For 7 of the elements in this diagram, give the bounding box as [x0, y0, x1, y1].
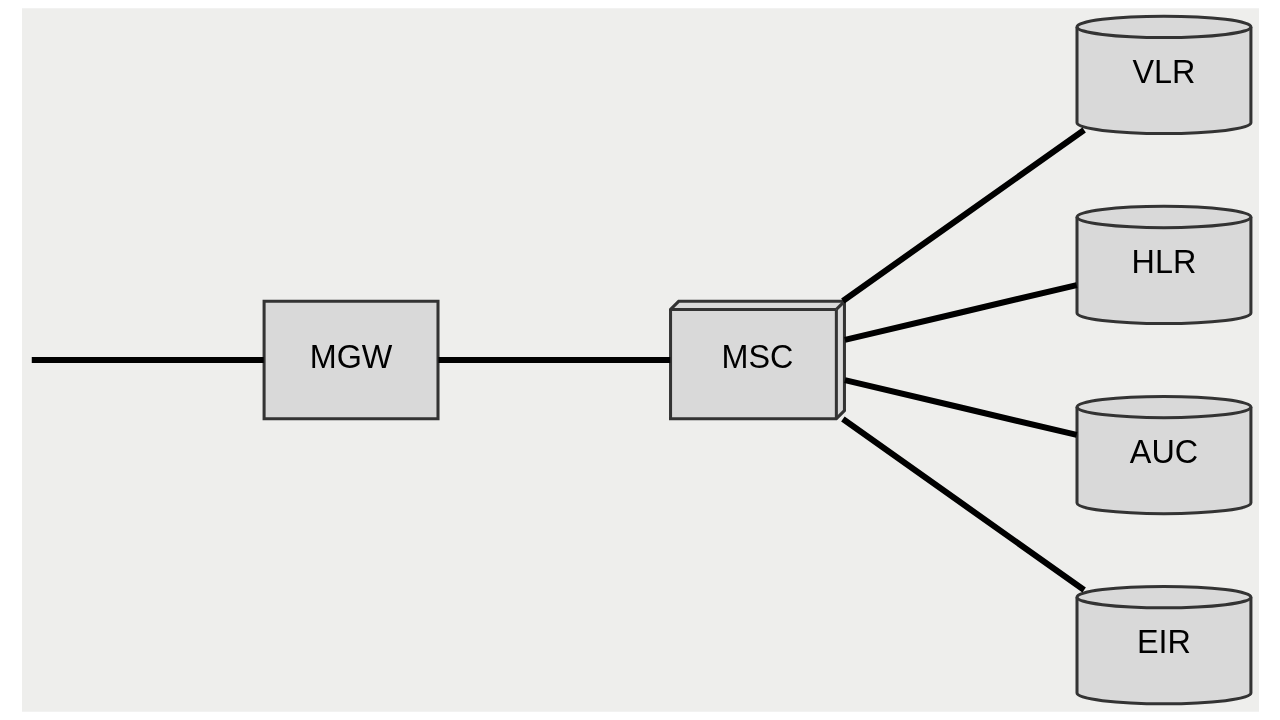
connector	[843, 377, 1077, 438]
connector	[437, 356, 670, 364]
node-box: MGW	[262, 299, 439, 421]
connector	[840, 127, 1086, 304]
connector	[840, 416, 1086, 593]
connector	[31, 356, 264, 364]
connector	[843, 282, 1077, 343]
